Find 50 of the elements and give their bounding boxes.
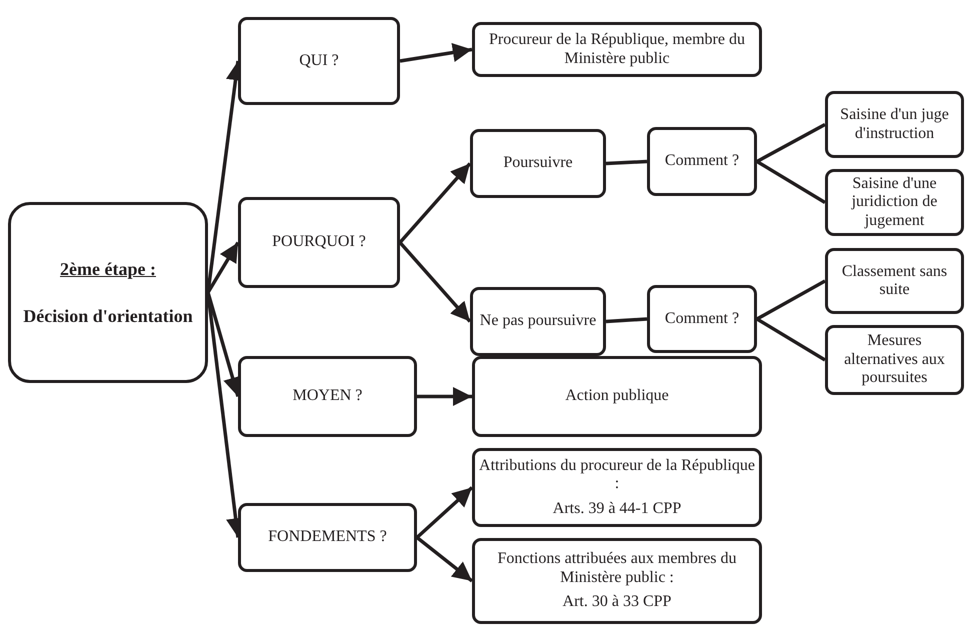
process-box: [647, 285, 757, 353]
process-box: [647, 127, 757, 196]
arrow: [416, 536, 474, 582]
process-box: [825, 91, 964, 158]
connector-line: [756, 160, 826, 204]
node-text: Comment ?: [664, 152, 740, 171]
process-box: [472, 538, 762, 624]
connector-line: [606, 317, 648, 324]
arrow: [417, 386, 472, 406]
node-text: Classement sans suite: [840, 262, 948, 300]
node-text: Mesures alternatives aux poursuites: [843, 332, 946, 388]
node-text: POURQUOI ?: [272, 233, 366, 252]
process-box: [470, 129, 606, 198]
title-box: [8, 202, 208, 383]
connector-line: [756, 279, 826, 321]
node-text: Comment ?: [664, 310, 740, 328]
process-box: [825, 325, 964, 395]
connector-line: [606, 160, 648, 166]
node-text: Arts. 39 à 44-1 CPP: [552, 500, 682, 518]
arrow: [416, 486, 474, 539]
connector-line: [756, 122, 826, 164]
node-text: Fonctions attribuées aux membres du Ministère public :: [496, 550, 738, 588]
node-text: Décision d'orientation: [23, 306, 193, 326]
heading-text: 2ème étape :: [60, 258, 156, 280]
node-text: Poursuivre: [503, 154, 573, 173]
process-box: [238, 503, 417, 572]
node-text: Saisine d'un juge d'instruction: [839, 106, 950, 143]
arrow: [206, 242, 240, 294]
node-text: Procureur de la République, membre du Ministère public: [488, 31, 746, 68]
process-box: [472, 356, 762, 437]
process-box: [238, 17, 400, 105]
node-text: FONDEMENTS ?: [268, 528, 387, 547]
connector-line: [756, 318, 826, 362]
process-box: [825, 248, 964, 314]
node-text: Ne pas poursuivre: [480, 312, 596, 331]
process-box: [238, 356, 417, 437]
process-box: [472, 448, 762, 527]
node-text: MOYEN ?: [292, 387, 362, 406]
node-text: Saisine d'une juridiction de jugement: [850, 174, 938, 230]
process-box: [825, 169, 964, 236]
node-text: Art. 30 à 33 CPP: [562, 593, 672, 612]
arrow: [398, 162, 472, 244]
process-box: [238, 197, 400, 288]
process-box: [472, 22, 762, 77]
process-box: [470, 287, 606, 356]
arrow: [400, 43, 472, 63]
arrow: [398, 241, 472, 323]
node-text: Attributions du procureur de la République :: [478, 456, 756, 494]
node-text: QUI ?: [299, 52, 339, 70]
node-text: Action publique: [565, 387, 669, 406]
